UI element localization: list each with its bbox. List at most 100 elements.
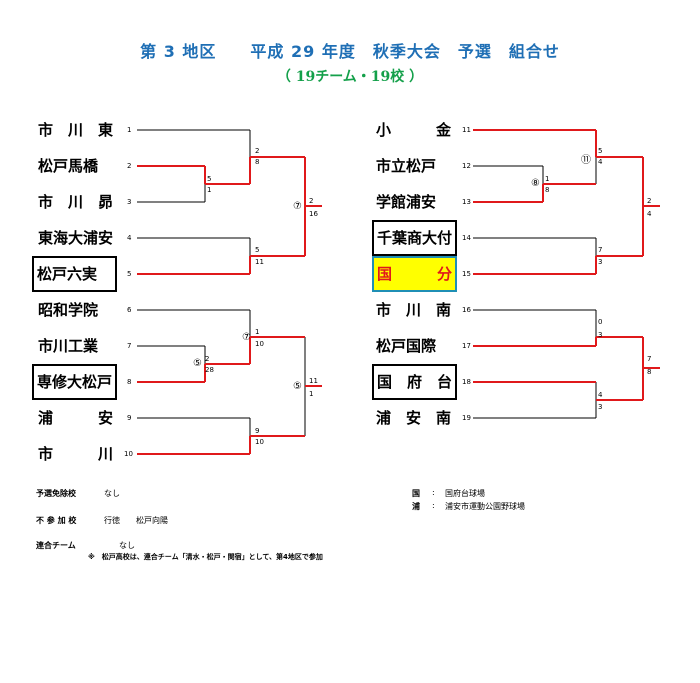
- absent-label: 不 参 加 校: [36, 516, 77, 525]
- score: 3: [598, 331, 603, 339]
- score: 8: [255, 158, 260, 166]
- score: 11: [309, 377, 318, 385]
- exempt-label: 予選免除校: [36, 489, 76, 498]
- team-name: 専修大松戸: [37, 373, 113, 391]
- joint-value: なし: [119, 541, 135, 550]
- team-slot-13: 学館浦安: [374, 190, 459, 214]
- footnote: ※ 松戸高校は、連合チーム「清水・松戸・関宿」として、第4地区で参加: [88, 553, 323, 561]
- team-name: 昭和学院: [38, 301, 99, 319]
- seed-number: 14: [462, 234, 471, 242]
- team-name: 学館浦安: [376, 193, 437, 211]
- venue-marker: ⑦: [242, 332, 251, 343]
- score: 5: [255, 246, 260, 254]
- legend-sep: :: [432, 488, 435, 497]
- legend-key: 国: [412, 489, 420, 498]
- seed-number: 19: [462, 414, 471, 422]
- exempt-value: なし: [104, 489, 120, 498]
- score: 9: [255, 427, 260, 435]
- seed-number: 13: [462, 198, 471, 206]
- team-name: 市立松戸: [376, 157, 437, 175]
- seed-number: 8: [127, 378, 132, 386]
- venue-marker: ⑤: [193, 358, 202, 369]
- team-slot-3: 市 川 昴: [36, 190, 121, 214]
- score: 8: [647, 368, 652, 376]
- team-slot-10: 市 川: [36, 442, 121, 466]
- team-slot-1: 市 川 東: [36, 118, 121, 142]
- legend-sep: :: [432, 501, 435, 510]
- legend-value: 浦安市運動公園野球場: [445, 502, 525, 511]
- team-slot-15: 国 分: [372, 256, 457, 292]
- team-slot-11: 小 金: [374, 118, 459, 142]
- seed-number: 16: [462, 306, 471, 314]
- seed-number: 12: [462, 162, 471, 170]
- seed-number: 18: [462, 378, 471, 386]
- score: 7: [598, 246, 603, 254]
- team-slot-2: 松戸馬橋: [36, 154, 121, 178]
- team-slot-17: 松戸国際: [374, 334, 459, 358]
- venue-marker: ⑦: [293, 201, 302, 212]
- team-name: 松戸国際: [376, 337, 437, 355]
- team-slot-4: 東海大浦安: [36, 226, 121, 250]
- team-name: 市 川 東: [38, 121, 114, 139]
- score: 2: [309, 197, 314, 205]
- score: 8: [545, 186, 550, 194]
- score: 7: [647, 355, 652, 363]
- seed-number: 4: [127, 234, 132, 242]
- score: 4: [598, 391, 603, 399]
- seed-number: 10: [124, 450, 133, 458]
- score: 1: [545, 175, 550, 183]
- seed-number: 11: [462, 126, 471, 134]
- venue-marker: ⑤: [293, 381, 302, 392]
- page-subtitle: （ 19チーム・19校 ）: [276, 69, 424, 85]
- team-name: 市 川: [38, 445, 114, 463]
- score: 1: [207, 186, 212, 194]
- team-name: 小 金: [376, 121, 452, 139]
- score: 3: [598, 258, 603, 266]
- team-name: 浦 安 南: [376, 409, 452, 427]
- team-slot-14: 千葉商大付: [372, 220, 457, 256]
- score: 16: [309, 210, 318, 218]
- seed-number: 5: [127, 270, 132, 278]
- legend-key: 浦: [412, 502, 420, 511]
- seed-number: 1: [127, 126, 132, 134]
- score: 10: [255, 438, 264, 446]
- seed-number: 6: [127, 306, 132, 314]
- score: 4: [647, 210, 652, 218]
- team-name: 市 川 昴: [38, 193, 114, 211]
- score: 1: [309, 390, 314, 398]
- score: 0: [598, 318, 603, 326]
- joint-label: 連合チーム: [36, 541, 76, 550]
- score: 2: [255, 147, 260, 155]
- seed-number: 2: [127, 162, 132, 170]
- venue-marker: ⑧: [531, 178, 540, 189]
- score: 2: [647, 197, 652, 205]
- legend-value: 国府台球場: [445, 489, 485, 498]
- score: 11: [255, 258, 264, 266]
- seed-number: 17: [462, 342, 471, 350]
- score: 10: [255, 340, 264, 348]
- seed-number: 9: [127, 414, 132, 422]
- team-name: 千葉商大付: [377, 229, 453, 247]
- team-slot-5: 松戸六実: [32, 256, 117, 292]
- team-name: 国 分: [377, 265, 453, 283]
- score: 2: [205, 355, 210, 363]
- team-name: 国 府 台: [377, 373, 453, 391]
- team-slot-12: 市立松戸: [374, 154, 459, 178]
- score: 5: [598, 147, 603, 155]
- team-name: 市 川 南: [376, 301, 452, 319]
- absent-value: 行徳 松戸向陽: [104, 516, 168, 525]
- team-name: 松戸馬橋: [38, 157, 99, 175]
- team-slot-7: 市川工業: [36, 334, 121, 358]
- team-name: 市川工業: [38, 337, 99, 355]
- team-slot-9: 浦 安: [36, 406, 121, 430]
- venue-marker: ⑪: [581, 155, 591, 166]
- team-slot-16: 市 川 南: [374, 298, 459, 322]
- team-slot-19: 浦 安 南: [374, 406, 459, 430]
- score: 5: [207, 175, 212, 183]
- team-name: 浦 安: [38, 409, 114, 427]
- team-slot-8: 専修大松戸: [32, 364, 117, 400]
- page-title: 第 3 地区 平成 29 年度 秋季大会 予選 組合せ: [140, 42, 560, 61]
- score: 4: [598, 158, 603, 166]
